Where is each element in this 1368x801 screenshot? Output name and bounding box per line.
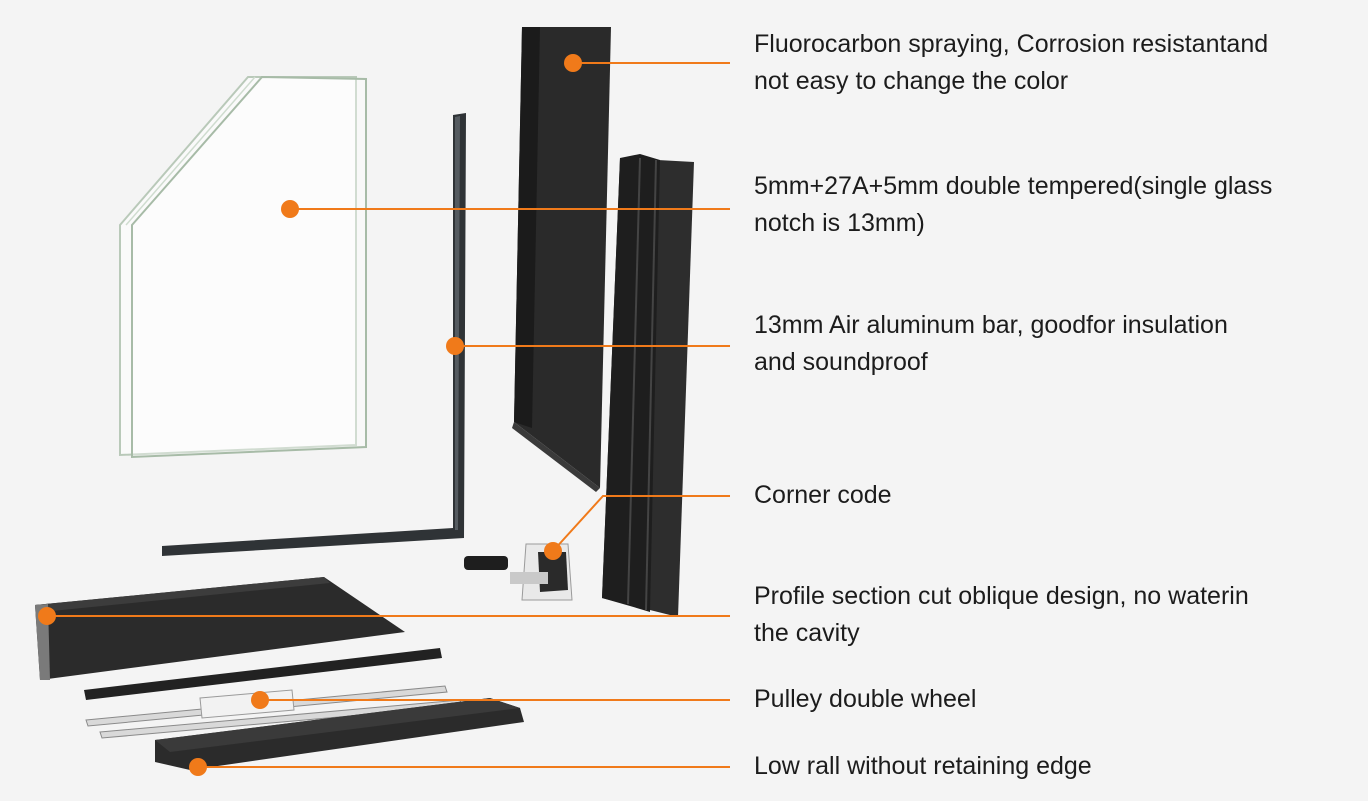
- callout-line: Pulley double wheel: [754, 685, 977, 713]
- callout-line: 5mm+27A+5mm double tempered(single glass: [754, 172, 1273, 200]
- callout-line: Fluorocarbon spraying, Corrosion resista…: [754, 30, 1269, 58]
- callout-line: not easy to change the color: [754, 67, 1069, 95]
- callout-pulley-double-wheel: Pulley double wheel: [754, 681, 1354, 718]
- callout-line: Low rall without retaining edge: [754, 752, 1092, 780]
- track-bar: [84, 648, 442, 700]
- callout-low-rail: Low rall without retaining edge: [754, 748, 1354, 785]
- callout-leaders: [38, 54, 730, 776]
- callout-corner-code: Corner code: [754, 477, 1354, 514]
- callout-line: and soundproof: [754, 348, 928, 376]
- callout-line: the cavity: [754, 619, 860, 647]
- callout-line: notch is 13mm): [754, 209, 925, 237]
- frame-vertical-profile: [602, 154, 694, 617]
- oblique-cut-bottom-profile: [35, 577, 405, 680]
- callout-line: Profile section cut oblique design, no w…: [754, 582, 1249, 610]
- callout-profile-section: Profile section cut oblique design, no w…: [754, 578, 1354, 652]
- corner-code-pieces: [464, 543, 573, 601]
- callout-line: 13mm Air aluminum bar, goodfor insulatio…: [754, 311, 1228, 339]
- callout-air-aluminum-bar: 13mm Air aluminum bar, goodfor insulatio…: [754, 307, 1354, 381]
- double-tempered-glass: [119, 75, 367, 459]
- fluorocarbon-sprayed-profile: [512, 27, 611, 492]
- air-aluminum-spacer-bar: [162, 113, 466, 556]
- low-rail: [155, 698, 524, 770]
- callout-line: Corner code: [754, 481, 892, 509]
- callout-double-tempered-glass: 5mm+27A+5mm double tempered(single glass…: [754, 168, 1354, 242]
- callout-fluorocarbon-spraying: Fluorocarbon spraying, Corrosion resista…: [754, 26, 1354, 100]
